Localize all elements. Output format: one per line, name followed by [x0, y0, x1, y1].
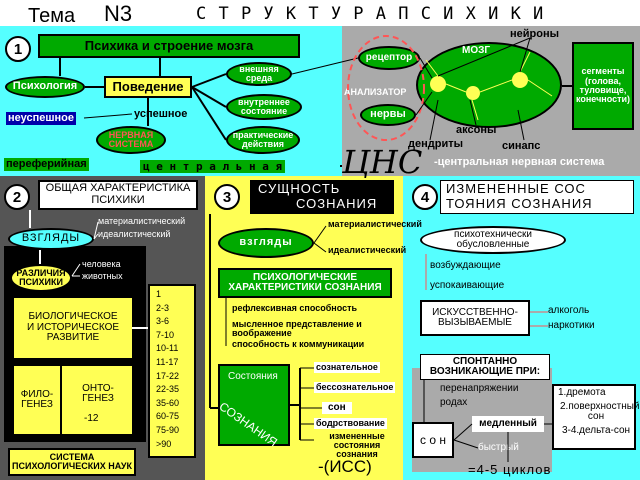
behavior-box: Поведение: [104, 76, 192, 98]
communication-label: способность к коммуникации: [232, 339, 365, 349]
altered-title-box: [440, 180, 634, 214]
brain-label: МОЗГ: [462, 45, 491, 56]
altered-states-label: измененные состояния сознания: [329, 431, 385, 459]
spontaneous-box: СПОНТАННО ВОЗНИКАЮЩИЕ ПРИ:: [420, 354, 550, 380]
section-number-1: 1: [5, 36, 31, 62]
ages-column: [148, 284, 196, 458]
childbirth-label: родах: [440, 397, 468, 408]
age-item: 60-75: [156, 411, 180, 422]
phases-box: [552, 384, 636, 450]
exciting-label: возбуждающие: [430, 260, 501, 271]
awake-label: бодрствование: [314, 418, 387, 429]
topic-label: Тема: [28, 5, 76, 27]
section-number-3: 3: [214, 184, 240, 210]
alcohol-label: алкоголь: [548, 305, 590, 316]
analyzer-label: АНАЛИЗАТОР: [344, 87, 407, 97]
age-item: >90: [156, 438, 172, 449]
peripheral-label: переферийная: [4, 158, 89, 171]
internal-state-oval: внутреннее состояние: [226, 94, 302, 120]
essence-title-2: СОЗНАНИЯ: [296, 196, 378, 211]
phylogenesis-box: ФИЛО- ГЕНЕЗ: [14, 366, 60, 434]
receptor-oval: рецептор: [358, 46, 420, 70]
materialist-label-3: материалистический: [328, 219, 422, 229]
psyche-brain-title: Психика и строение мозга: [38, 34, 300, 58]
neuron-body-2: [466, 86, 480, 100]
states-label: Состояния: [228, 371, 278, 382]
axons-label: аксоны: [456, 124, 497, 136]
ontogenesis-box: [62, 366, 132, 434]
states-box: [218, 364, 290, 446]
views-oval: ВЗГЛЯДЫ: [8, 228, 94, 250]
psychotech-oval: психотехнически обусловленные: [420, 226, 566, 254]
idealist-label-3: идеалистический: [328, 245, 407, 255]
central-label: ц е н т р а л ь н а я: [140, 160, 286, 173]
age-item: 3-6: [156, 316, 170, 327]
age-item: 22-35: [156, 384, 180, 395]
materialist-label: материалистический: [98, 216, 186, 226]
age-item: 35-60: [156, 397, 180, 408]
practical-actions-oval: практические действия: [226, 126, 300, 154]
neurons-label: нейроны: [510, 28, 560, 40]
age-item: 10-11: [156, 343, 179, 354]
phase-2-label: 2.поверхностный сон: [560, 401, 640, 422]
sleep-label-3: сон: [322, 402, 352, 414]
neuron-body-1: [430, 76, 446, 92]
human-label: человека: [82, 259, 121, 269]
cns-full-label: -центральная нервная система: [434, 156, 605, 168]
altered-title-2: ТОЯНИЯ СОЗНАНИЯ: [446, 196, 593, 211]
age-item: 1: [156, 289, 162, 299]
topic-number: N3: [104, 1, 133, 26]
fast-sleep-label: быстрый: [478, 442, 519, 453]
age-item: 2-3: [156, 302, 170, 313]
ontogenesis-label: ОНТО- ГЕНЕЗ: [82, 383, 114, 404]
calming-label: успокаивающие: [430, 280, 505, 291]
cycles-label: =4-5 циклов: [468, 462, 552, 477]
successful-label: успешное: [134, 108, 188, 120]
overstrain-label: перенапряжении: [440, 383, 519, 394]
imagination-label: мысленное представление и воображение: [232, 319, 362, 338]
differences-oval: РАЗЛИЧИЯ ПСИХИКИ: [10, 264, 72, 292]
page-title: С Т Р У К Т У Р А П С И Х И К И: [196, 4, 545, 24]
phase-1-label: 1.дремота: [558, 387, 606, 398]
characteristics-box: ПСИХОЛОГИЧЕСКИЕ ХАРАКТЕРИСТИКИ СОЗНАНИЯ: [218, 268, 392, 298]
age-item: 75-90: [156, 425, 180, 435]
age-item: 11-17: [156, 357, 179, 367]
phase-34-label: 3-4.дельта-сон: [561, 425, 631, 436]
external-env-oval: внешняя среда: [226, 62, 292, 86]
development-box: БИОЛОГИЧЕСКОЕ И ИСТОРИЧЕСКОЕ РАЗВИТИЕ: [14, 298, 132, 358]
synapse-label: синапс: [502, 140, 541, 152]
altered-title-1: ИЗМЕНЕННЫЕ СОС: [446, 181, 586, 196]
psych-sciences-box: СИСТЕМА ПСИХОЛОГИЧЕСКИХ НАУК: [8, 448, 136, 476]
essence-title-box: [250, 180, 394, 214]
header-bar: [0, 0, 640, 26]
cns-label: ЦНС: [342, 143, 423, 181]
unsuccessful-label: неуспешное: [6, 112, 76, 125]
reflexive-label: рефлексивная способность: [232, 303, 358, 313]
acronym-label: -(ИСС): [318, 457, 372, 476]
unconscious-label: бессознательное: [314, 382, 396, 393]
psychology-oval: Психология: [5, 76, 85, 98]
segments-box: сегменты (голова, туловище, конечности): [572, 42, 634, 130]
ontogenesis-years: -12: [84, 413, 99, 424]
dendrites-label: дендриты: [408, 138, 463, 150]
age-item: 17-22: [156, 370, 180, 381]
neuron-body-3: [512, 72, 528, 88]
essence-title-1: СУЩНОСТЬ: [258, 181, 341, 196]
nervous-system-oval: НЕРВНАЯ СИСТЕМА: [96, 126, 166, 154]
age-item: 7-10: [156, 329, 175, 340]
nerves-oval: нервы: [360, 104, 416, 126]
artificial-box: ИСКУССТВЕННО-ВЫЗЫВАЕМЫЕ: [420, 300, 530, 336]
conscious-label: сознательное: [314, 362, 380, 373]
slow-sleep-box: медленный: [472, 416, 544, 432]
drugs-label: наркотики: [548, 320, 595, 331]
section-number-2: 2: [4, 184, 30, 210]
panel-2-title: ОБЩАЯ ХАРАКТЕРИСТИКА ПСИХИКИ: [38, 180, 198, 210]
idealist-label: идеалистический: [98, 229, 171, 239]
animals-label: животных: [82, 271, 123, 281]
section-number-4: 4: [412, 184, 438, 210]
views-oval-3: взгляды: [218, 228, 314, 258]
sleep-box-4: с о н: [412, 422, 454, 458]
